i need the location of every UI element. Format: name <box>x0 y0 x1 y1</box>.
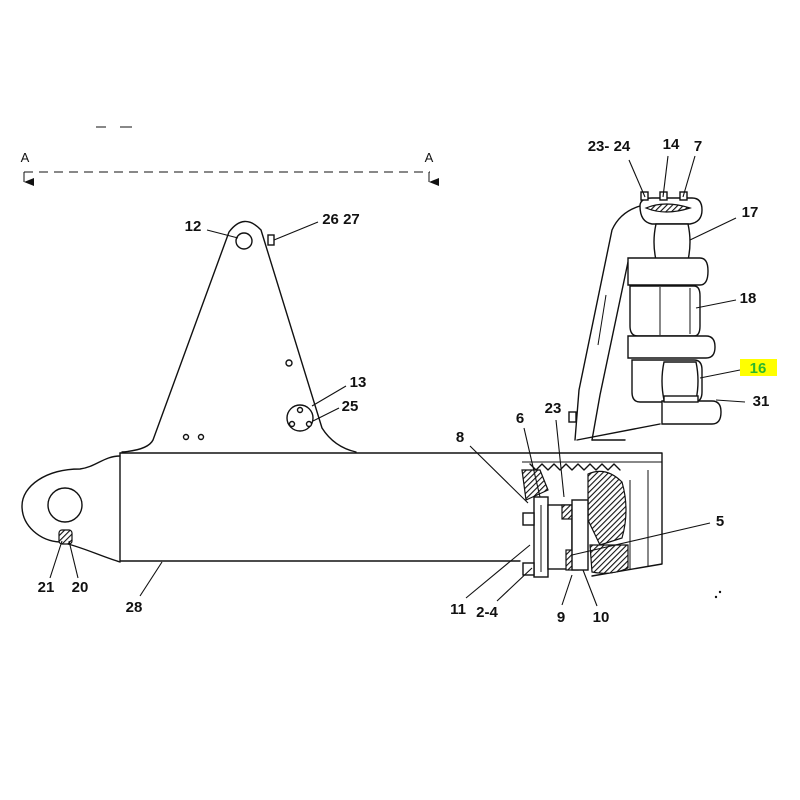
post-assembly <box>568 191 722 441</box>
section-label-right: A <box>425 150 434 165</box>
main-beam <box>119 452 663 577</box>
post-lug <box>568 411 577 423</box>
dot-mark <box>714 595 718 599</box>
cylinder-18 <box>629 285 701 337</box>
cover-bolt <box>305 420 313 428</box>
cylinder-16-sleeve <box>661 361 699 401</box>
cap-gasket <box>644 203 692 213</box>
grease-nipple <box>58 529 73 545</box>
section-label-left: A <box>21 150 30 165</box>
bolt-head <box>522 562 535 576</box>
small-hole <box>182 433 190 441</box>
plate-middle <box>627 335 716 359</box>
small-hole <box>285 359 293 367</box>
callout-2-4[interactable]: 2-4 <box>476 604 498 621</box>
cover-bolt <box>296 406 304 414</box>
callout-16-highlighted[interactable]: 16 <box>750 360 767 377</box>
triangular-plate <box>121 220 357 453</box>
cutaway-mechanism <box>521 463 629 578</box>
callout-labels: 12 26 27 13 25 8 6 23 23- 24 14 7 17 18 … <box>38 136 770 626</box>
leader-lines <box>49 155 746 607</box>
bolt-head <box>522 512 535 526</box>
wedge-upper <box>561 504 573 520</box>
callout-26-27[interactable]: 26 27 <box>322 211 360 228</box>
eye-bore <box>47 487 83 523</box>
grease-fitting-top <box>267 234 275 246</box>
eye-end <box>21 455 121 563</box>
callout-5[interactable]: 5 <box>716 513 724 530</box>
callout-25[interactable]: 25 <box>342 398 359 415</box>
callout-10[interactable]: 10 <box>593 609 610 626</box>
piston-block <box>587 470 627 546</box>
plate-lower <box>661 400 722 425</box>
callout-23-24[interactable]: 23- 24 <box>588 138 631 155</box>
callout-20[interactable]: 20 <box>72 579 89 596</box>
callout-11[interactable]: 11 <box>450 601 466 618</box>
callout-23[interactable]: 23 <box>545 400 562 417</box>
callout-8[interactable]: 8 <box>456 429 464 446</box>
cover-bolt <box>288 420 296 428</box>
callout-12[interactable]: 12 <box>185 218 202 235</box>
callout-31[interactable]: 31 <box>753 393 770 410</box>
callout-28[interactable]: 28 <box>126 599 143 616</box>
plate-upper <box>627 257 709 286</box>
callout-13[interactable]: 13 <box>350 374 367 391</box>
washer-31 <box>663 395 699 403</box>
highlight-box <box>740 359 777 376</box>
pad <box>571 499 589 571</box>
small-hole <box>197 433 205 441</box>
callout-17[interactable]: 17 <box>742 204 759 221</box>
callout-21[interactable]: 21 <box>38 579 55 596</box>
bushing-17 <box>653 223 691 261</box>
ring-seal <box>589 544 629 574</box>
dot-mark <box>718 590 722 594</box>
callout-14[interactable]: 14 <box>663 136 680 153</box>
section-line-a-a: A A <box>21 150 439 186</box>
callout-18[interactable]: 18 <box>740 290 757 307</box>
callout-7[interactable]: 7 <box>694 138 702 155</box>
callout-6[interactable]: 6 <box>516 410 524 427</box>
callout-9[interactable]: 9 <box>557 609 565 626</box>
pivot-hole <box>235 232 253 250</box>
